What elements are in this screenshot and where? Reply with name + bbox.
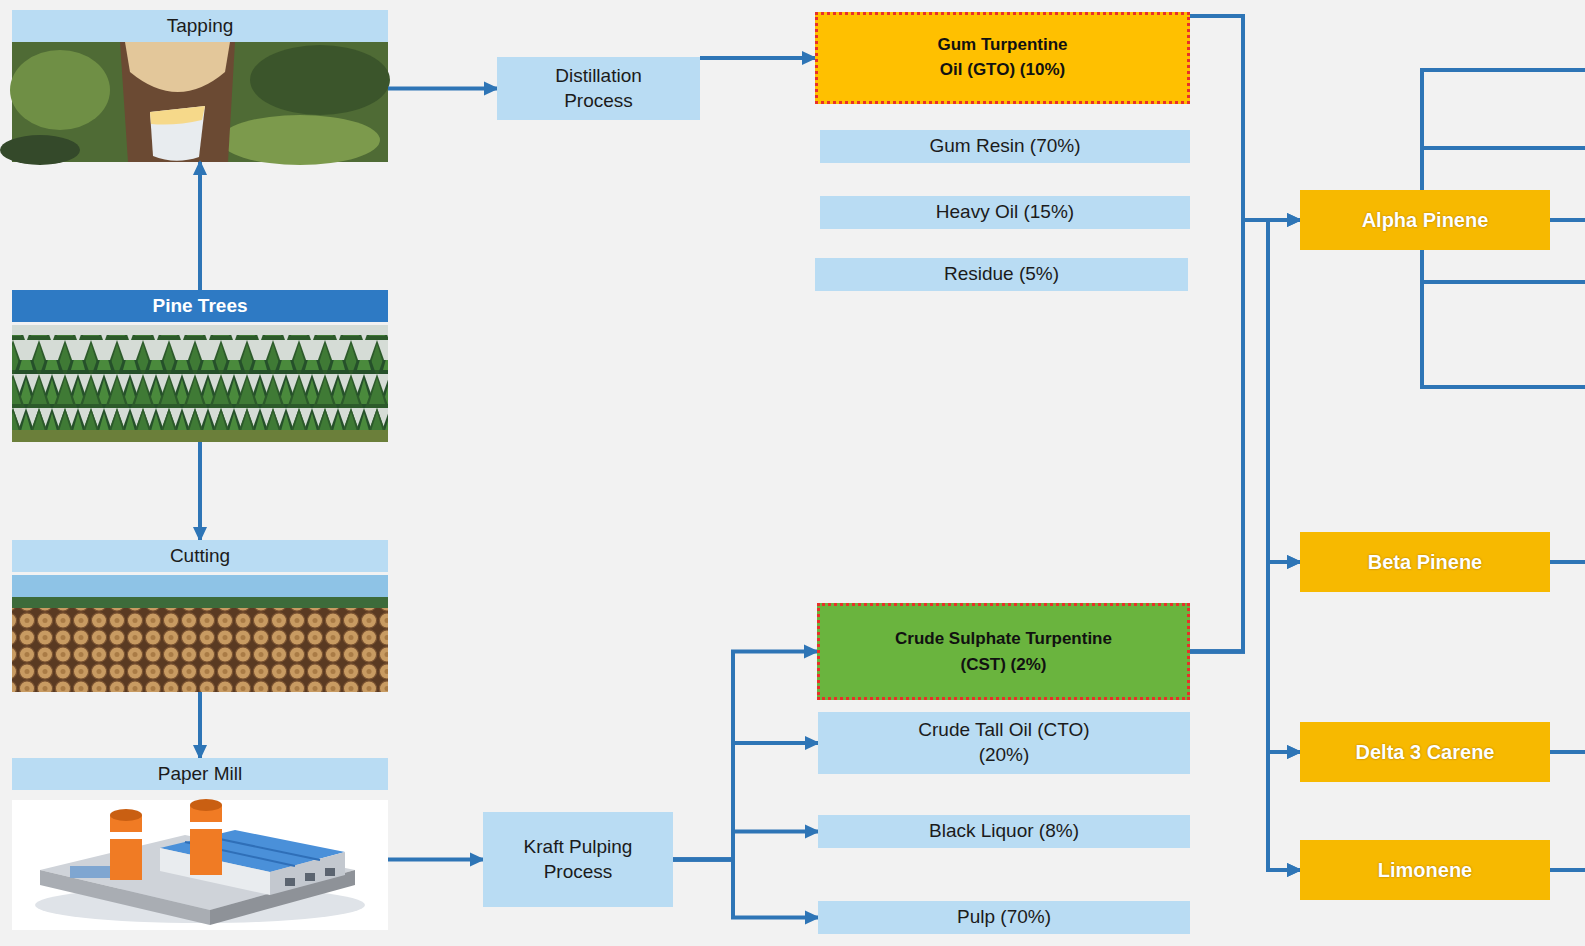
flow-arrow [198, 692, 202, 758]
process-box: Distillation Process [497, 57, 700, 120]
product-box: Crude Sulphate Turpentine (CST) (2%) [817, 603, 1190, 700]
node-label: Paper Mill [12, 758, 388, 790]
node-label: Alpha Pinene [1362, 207, 1489, 233]
flow-arrow [673, 743, 818, 860]
node-label: Delta 3 Carene [1356, 739, 1495, 765]
node-label: Gum Resin (70%) [930, 134, 1081, 159]
node-label: Crude Tall Oil (CTO) (20%) [917, 718, 1092, 767]
cutting-photo [12, 575, 388, 692]
flow-arrow [700, 56, 815, 60]
source-card: Cutting [12, 540, 388, 692]
output-box: Residue (5%) [815, 258, 1188, 291]
node-label: Heavy Oil (15%) [936, 200, 1074, 225]
node-label: Beta Pinene [1368, 549, 1482, 575]
node-label: Cutting [12, 540, 388, 572]
flow-arrow [198, 162, 202, 290]
node-label: Residue (5%) [944, 262, 1059, 287]
node-label: Tapping [12, 10, 388, 42]
output-box: Heavy Oil (15%) [820, 196, 1190, 229]
flow-arrow [1190, 16, 1300, 870]
node-label: Pulp (70%) [957, 905, 1051, 930]
flow-arrow [673, 860, 818, 918]
derivative-box: Beta Pinene [1300, 532, 1550, 592]
node-label: Pine Trees [12, 290, 388, 322]
derivative-box: Alpha Pinene [1300, 190, 1550, 250]
derivative-box: Delta 3 Carene [1300, 722, 1550, 782]
flow-arrow [388, 87, 497, 91]
output-box: Black Liquor (8%) [818, 815, 1190, 848]
flow-arrow [388, 858, 483, 862]
flow-arrow [673, 832, 818, 860]
source-card: Pine Trees [12, 290, 388, 442]
source-card: Paper Mill [12, 758, 388, 930]
node-label: Crude Sulphate Turpentine (CST) (2%) [884, 626, 1124, 677]
pine-trees-photo [12, 325, 388, 442]
flow-arrow [198, 442, 202, 540]
derivative-box: Limonene [1300, 840, 1550, 900]
tapping-photo [0, 42, 390, 165]
product-box: Gum Turpentine Oil (GTO) (10%) [815, 12, 1190, 104]
output-box: Pulp (70%) [818, 901, 1190, 934]
node-label: Distillation Process [529, 64, 669, 113]
source-card: Tapping [12, 10, 388, 162]
process-box: Kraft Pulping Process [483, 812, 673, 907]
node-label: Gum Turpentine Oil (GTO) (10%) [928, 33, 1078, 82]
output-box: Crude Tall Oil (CTO) (20%) [818, 712, 1190, 774]
paper-mill-picture [12, 799, 388, 930]
node-label: Black Liquor (8%) [929, 819, 1079, 844]
flow-arrow [673, 652, 817, 860]
node-label: Limonene [1378, 857, 1472, 883]
node-label: Kraft Pulping Process [503, 835, 653, 884]
output-box: Gum Resin (70%) [820, 130, 1190, 163]
flow-arrow [1190, 220, 1300, 870]
